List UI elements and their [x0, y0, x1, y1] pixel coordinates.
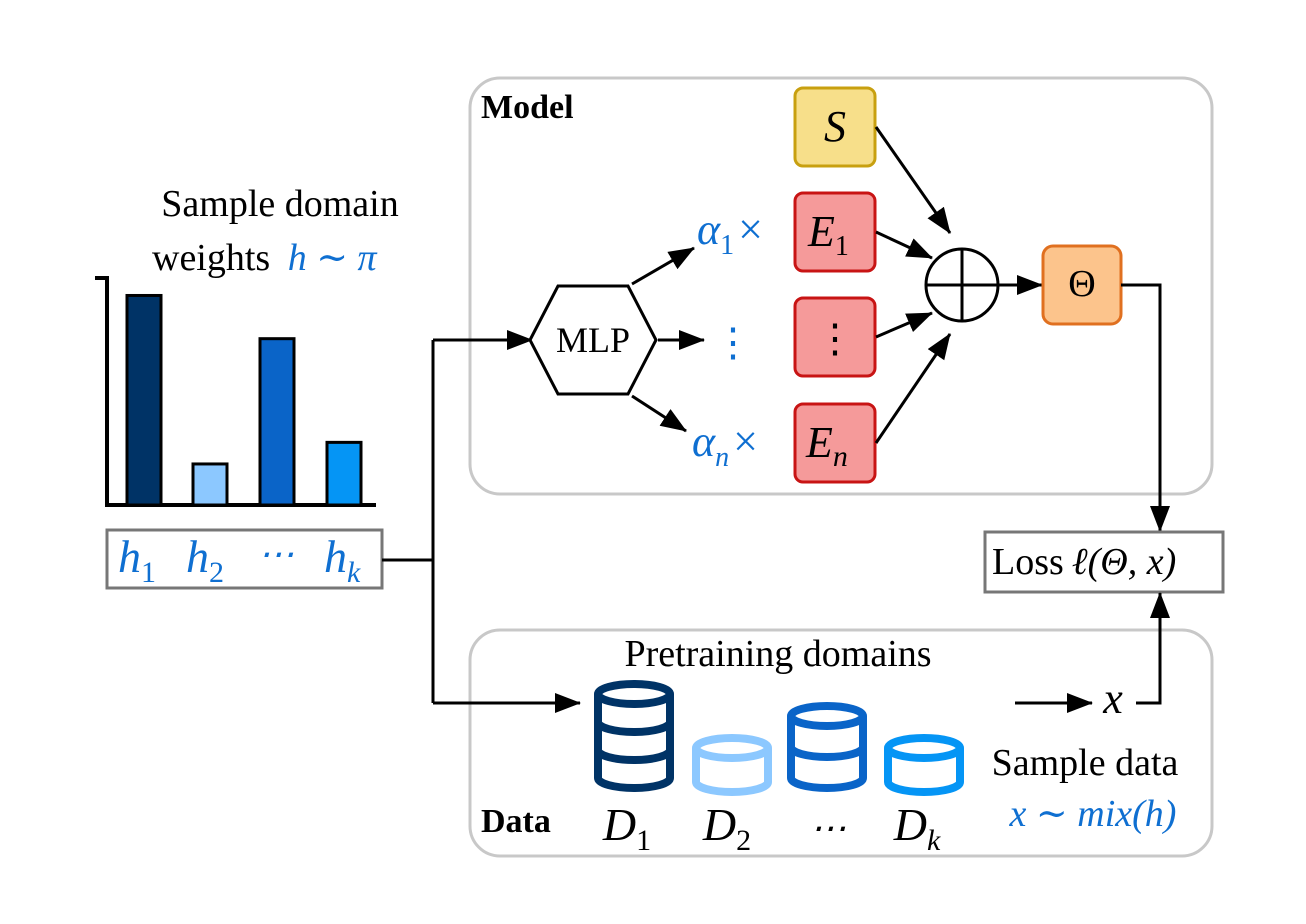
arrow-en-to-sum [874, 333, 952, 444]
h-label-1: h1 [118, 531, 156, 589]
sum-node [924, 247, 1000, 323]
domain-group: D1 D2 ⋯ Dk [594, 680, 964, 857]
data-panel [468, 628, 1214, 858]
h-label-3: ⋯ [258, 534, 294, 574]
arrow-edots-to-sum [875, 311, 933, 339]
sample-data-label: Sample data [992, 742, 1179, 784]
sample-variable: x [1102, 674, 1123, 723]
weight-bar-4 [325, 440, 363, 507]
coef-dots: ⋮ [713, 320, 753, 365]
weight-bar-1 [125, 293, 163, 507]
theta-label: Θ [1068, 263, 1095, 305]
bar-axes [95, 276, 376, 507]
shared-expert-label: S [824, 102, 846, 151]
arrow-mlp-to-alpha1 [631, 246, 695, 286]
h-label-2: h2 [186, 531, 224, 589]
h-label-4: hk [324, 531, 361, 589]
domain-label-2: D2 [702, 799, 751, 857]
mlp-label: MLP [556, 320, 630, 360]
domain-cylinder-3 [787, 702, 867, 792]
data-panel-title: Data [481, 803, 551, 840]
domain-label-3: ⋯ [810, 808, 846, 848]
weights-caption-line1: Sample domain [161, 183, 398, 225]
expert-label-1: E1 [807, 207, 849, 262]
arrow-s-to-sum [874, 126, 952, 234]
h-labels: h1 h2 ⋯ hk [118, 531, 361, 589]
bar-group [125, 293, 363, 507]
domain-cylinder-2 [692, 734, 772, 796]
weights-caption-line2: weights h ∼ π [152, 237, 378, 279]
arrow-x-to-loss [1136, 592, 1170, 705]
expert-box-1 [793, 191, 877, 273]
weight-bar-3 [258, 337, 296, 507]
weight-bar-2 [191, 462, 229, 507]
domain-label-4: Dk [893, 799, 941, 857]
arrow-mlp-to-alphan [631, 394, 687, 433]
h-labels-box [105, 528, 384, 590]
sample-data-formula: x ∼ mix(h) [1009, 793, 1177, 835]
mlp-hexagon [528, 284, 658, 396]
connector-h-trunk [382, 340, 435, 703]
domain-label-1: D1 [602, 799, 651, 857]
arrow-theta-to-loss [1121, 283, 1170, 532]
coef-alphan: αn× [692, 417, 758, 473]
model-panel [468, 76, 1214, 496]
weights-caption-text: weights [152, 237, 270, 279]
pretraining-label: Pretraining domains [624, 633, 931, 675]
expert-label-dots: ⋮ [815, 316, 855, 361]
expert-box-dots [793, 296, 877, 378]
coef-alpha1: α1× [697, 205, 763, 261]
model-panel-title: Model [481, 89, 574, 126]
expert-label-n: En [805, 418, 848, 473]
weights-caption-formula: h ∼ π [288, 237, 378, 279]
arrow-e1-to-sum [875, 230, 933, 260]
expert-box-n [793, 402, 877, 484]
domain-cylinder-1 [594, 680, 674, 792]
shared-expert-box [793, 86, 877, 168]
loss-box [983, 530, 1225, 594]
domain-cylinder-4 [884, 734, 964, 796]
